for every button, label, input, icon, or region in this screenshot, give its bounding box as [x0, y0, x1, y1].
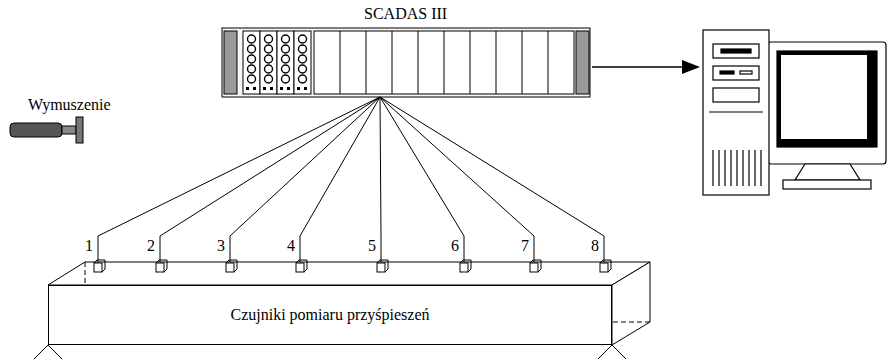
callout-number: 4: [287, 238, 295, 254]
computer-symbol: [703, 30, 886, 195]
callout-number: 6: [451, 238, 459, 254]
acceleration-sensors: [94, 260, 611, 272]
callout-number: 1: [85, 238, 93, 254]
connector-sockets: [248, 35, 307, 83]
module-leds: [246, 87, 307, 90]
beam-supports: [34, 345, 626, 359]
callout-number: 8: [591, 238, 599, 254]
rack-chassis: [222, 28, 590, 97]
impact-hammer: [10, 117, 83, 143]
callout-number: 3: [217, 238, 225, 254]
beam-front-face: Czujniki pomiaru przyśpieszeń: [48, 285, 612, 345]
beam: [48, 262, 650, 345]
callout-number: 7: [521, 238, 529, 254]
data-arrow: [592, 60, 700, 74]
device-heading: SCADAS III: [364, 5, 447, 23]
daq-rack: SCADAS III: [222, 28, 590, 97]
beam-caption: Czujniki pomiaru przyśpieszeń: [230, 306, 429, 324]
excitation-label: Wymuszenie: [28, 97, 111, 113]
callout-number: 2: [147, 238, 155, 254]
callout-number: 5: [368, 238, 376, 254]
sensor-wires: [98, 97, 604, 263]
